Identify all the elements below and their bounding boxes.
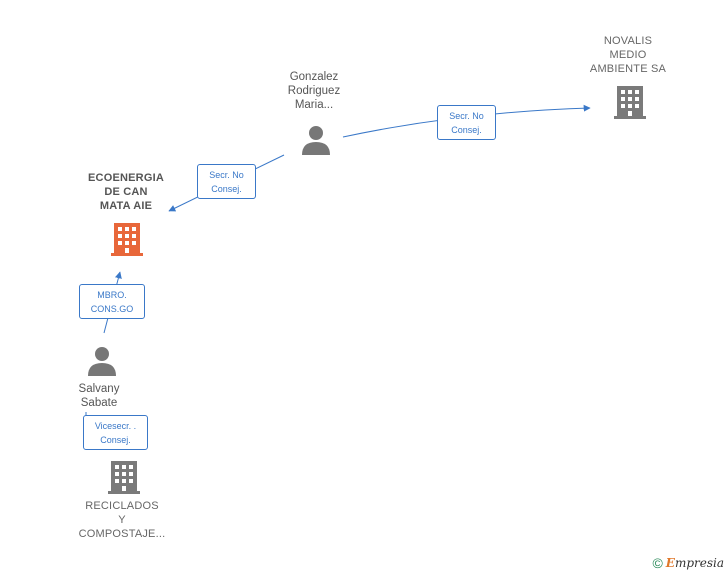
copyright-icon: © — [652, 555, 663, 571]
brand-rest: mpresia — [674, 556, 724, 570]
label-line: ECOENERGIA — [88, 172, 164, 184]
building-icon[interactable] — [111, 221, 143, 257]
edge-label-line: MBRO. — [97, 290, 127, 300]
edge-label-line: Secr. No — [449, 111, 484, 121]
edge-label-gonzalez-ecoenergia[interactable]: Secr. No Consej. — [197, 164, 256, 199]
company-label-reciclados[interactable]: RECICLADOS Y COMPOSTAJE... — [70, 499, 174, 541]
company-label-novalis[interactable]: NOVALIS MEDIO AMBIENTE SA — [580, 34, 676, 76]
label-line: RECICLADOS — [85, 500, 159, 512]
label-line: DE CAN — [104, 186, 148, 198]
label-line: Maria... — [294, 99, 334, 111]
edge-label-gonzalez-novalis[interactable]: Secr. No Consej. — [437, 105, 496, 140]
label-line: Salvany — [78, 383, 120, 395]
edge-label-line: CONS.GO — [90, 304, 134, 314]
brand-logo[interactable]: Empresia — [666, 556, 724, 570]
edge-label-line: Vicesecr. . — [94, 421, 137, 431]
building-icon[interactable] — [108, 459, 140, 495]
label-line: Sabate — [80, 397, 118, 409]
label-line: MATA AIE — [99, 200, 153, 212]
edge-label-line: Consej. — [451, 125, 482, 135]
edge-label-salvany-ecoenergia[interactable]: MBRO. CONS.GO — [79, 284, 145, 319]
label-line: Gonzalez — [289, 71, 339, 83]
brand-footer: © Empresia — [652, 555, 724, 571]
label-line: Y — [118, 514, 126, 526]
label-line: MEDIO — [609, 49, 647, 61]
edge-label-line: Secr. No — [209, 170, 244, 180]
label-line: AMBIENTE SA — [589, 63, 667, 75]
edge-label-line: Consej. — [211, 184, 242, 194]
label-line: NOVALIS — [603, 35, 653, 47]
person-label-salvany[interactable]: Salvany Sabate — [58, 382, 140, 410]
edge-label-salvany-reciclados[interactable]: Vicesecr. . Consej. — [83, 415, 148, 450]
person-icon[interactable] — [86, 345, 118, 377]
person-icon[interactable] — [300, 124, 332, 156]
edge-label-line: Consej. — [100, 435, 131, 445]
label-line: COMPOSTAJE... — [78, 528, 166, 540]
company-label-ecoenergia[interactable]: ECOENERGIA DE CAN MATA AIE — [72, 171, 180, 213]
label-line: Rodriguez — [287, 85, 341, 97]
person-label-gonzalez[interactable]: Gonzalez Rodriguez Maria... — [268, 70, 360, 112]
brand-initial: E — [665, 556, 675, 570]
building-icon[interactable] — [614, 84, 646, 120]
